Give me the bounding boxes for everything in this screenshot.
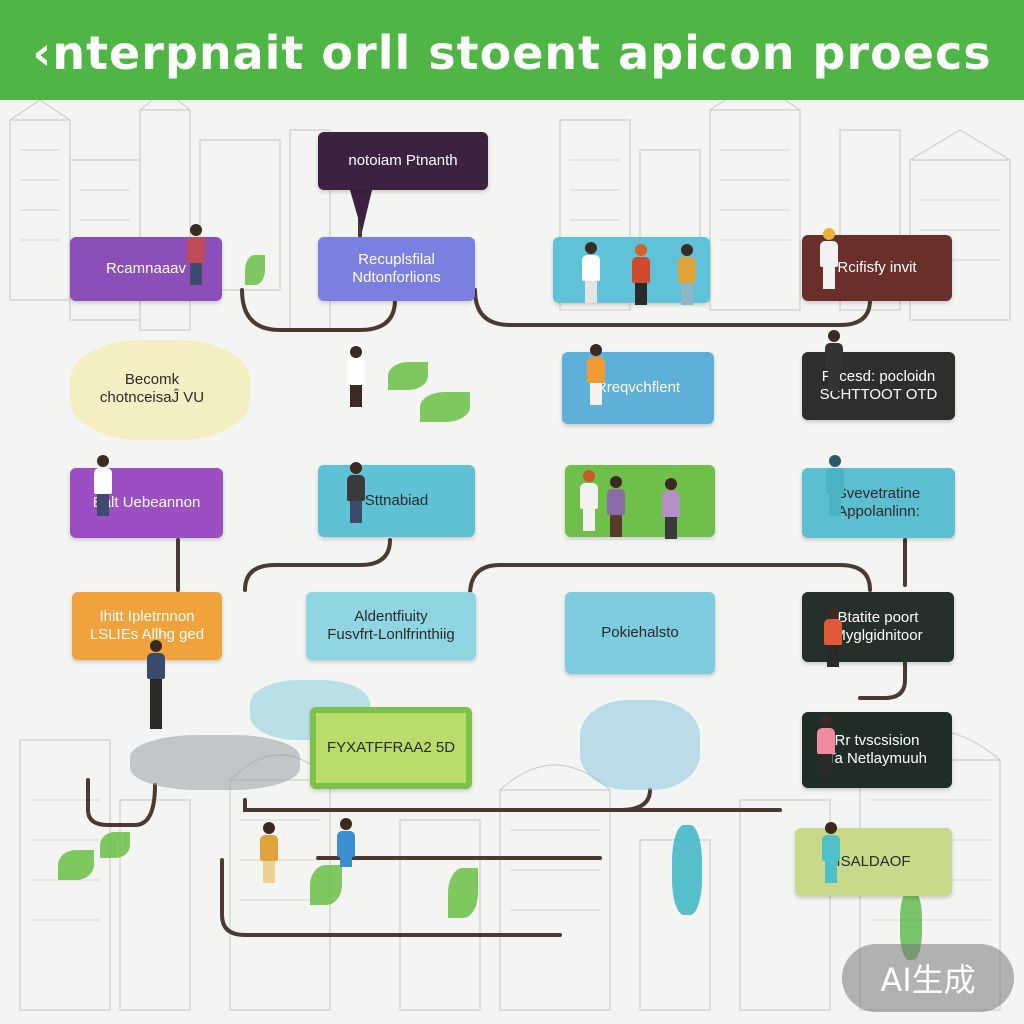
leaf-4 [100,832,130,858]
node-row1-b[interactable]: Recuplsfilal Ndtonforlions [318,237,475,301]
person-illustration [258,822,280,883]
pointer-notification [350,190,372,232]
blue-splash [580,700,700,790]
node-label: Svevetratine Appolanlinn: [836,485,921,520]
teal-splash-bottom [672,825,702,915]
person-illustration [185,224,207,285]
yellow-splash [70,340,250,440]
node-row5-b[interactable]: FYXATFFRAA2 5D [310,707,472,789]
person-illustration [585,344,607,405]
node-label: Rr tvscsision Ta Netlaymuuh [826,732,928,767]
node-row4-a[interactable]: Ihitt Ipletrnnon LSLIEs Allhg ged [72,592,222,660]
leaf-2 [420,392,470,422]
node-row6-d[interactable]: ISALDAOF [795,828,952,896]
connector-row2-left [240,288,397,332]
leaf-6 [448,868,478,918]
person-illustration [818,228,840,289]
node-label: Pokiehalsto [601,624,679,641]
person-illustration [605,476,627,537]
person-illustration [815,715,837,776]
node-label: notoiam Ptnanth [348,152,458,169]
node-label: Btatite poort Myglgidnitoor [833,609,923,644]
green-stem [900,890,922,960]
person-illustration [92,455,114,516]
node-label: Rreqvchflent [595,379,681,396]
connector-row4-left [243,538,392,592]
node-row2-a[interactable]: Becomk chotnceisaĴ VU [72,355,232,423]
node-label: Ihitt Ipletrnnon LSLIEs Allhg ged [89,608,205,643]
grey-splash [130,735,300,790]
node-row3-a[interactable]: Ealt Uebeannon [70,468,223,538]
connector-row2-right [473,288,872,327]
person-illustration [335,818,357,867]
connector-bottom-return [220,858,562,937]
person-illustration [578,470,600,531]
connector-bottom-left [86,778,157,827]
node-label: Rcifisfy invit [837,259,917,276]
node-label: FYXATFFRAA2 5D [326,739,456,756]
leaf-3 [58,850,94,880]
ai-generated-badge: AI生成 [842,944,1014,1012]
node-title-callout[interactable]: notoiam Ptnanth [318,132,488,190]
header-bar: ‹nterpnait orll stoent apicon proecs [0,0,1024,100]
badge-label: AI生成 [880,961,976,999]
node-label: ISALDAOF [836,853,911,870]
person-illustration [145,640,167,729]
connector-right-lower [858,658,907,700]
person-illustration [345,462,367,523]
person-illustration [823,330,845,391]
node-label: Becomk chotnceisaĴ VU [99,371,205,406]
person-illustration [630,244,652,305]
person-illustration [822,606,844,667]
connector-row4-mid [468,563,872,597]
person-illustration [660,478,682,539]
person-illustration [676,244,698,305]
node-label: Aldentfiuity Fusvfrt-Lonlfrinthiig [327,608,455,643]
leaf-5 [310,865,342,905]
person-illustration [580,242,602,303]
leaf-1 [388,362,428,390]
person-illustration [820,822,842,883]
leaf-7 [245,255,265,285]
node-label: Sttnabiad [364,492,429,509]
person-illustration [824,455,846,516]
node-row4-b[interactable]: Aldentfiuity Fusvfrt-Lonlfrinthiig [306,592,476,660]
page-title: ‹nterpnait orll stoent apicon proecs [32,26,992,80]
node-row4-c[interactable]: Pokiehalsto [565,592,715,674]
node-row3-b[interactable]: Sttnabiad [318,465,475,537]
connector-bottom-main [243,788,652,812]
person-illustration [345,346,367,407]
node-label: Recuplsfilal Ndtonforlions [352,251,441,286]
node-label: Rcamnaaav [105,260,187,277]
